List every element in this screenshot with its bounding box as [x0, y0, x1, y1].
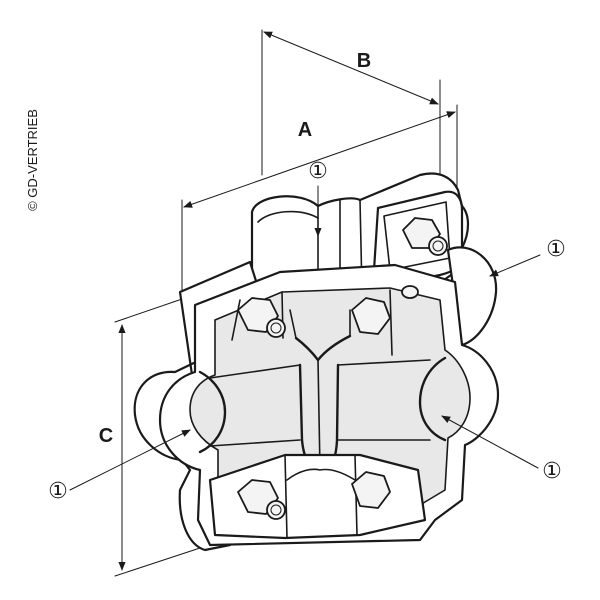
dimension-a-label: A — [298, 119, 312, 141]
copyright-text: © GD-VERTRIEB — [25, 109, 40, 211]
nut-upper-right — [351, 297, 391, 335]
callout-left-lower: ① — [48, 429, 191, 504]
nut-lower-left — [237, 479, 286, 520]
callout-right-lower: ① — [441, 415, 562, 484]
callout-right-upper-label: ① — [546, 237, 566, 262]
callout-top: ① — [308, 159, 328, 237]
dimension-c: C — [99, 297, 201, 577]
nut-upper-left — [237, 297, 286, 338]
nut-lower-right — [351, 471, 391, 509]
inner-recess — [189, 287, 471, 511]
callout-right-lower-label: ① — [542, 459, 562, 484]
callout-top-label: ① — [308, 159, 328, 184]
corner-clamp — [133, 172, 500, 552]
callout-left-lower-label: ① — [48, 479, 68, 504]
callout-right-upper: ① — [489, 237, 566, 277]
nut-rear-small — [401, 285, 419, 299]
dimension-b-label: B — [357, 50, 371, 72]
dimension-c-label: C — [99, 425, 113, 447]
nut-rear-right — [402, 217, 448, 256]
